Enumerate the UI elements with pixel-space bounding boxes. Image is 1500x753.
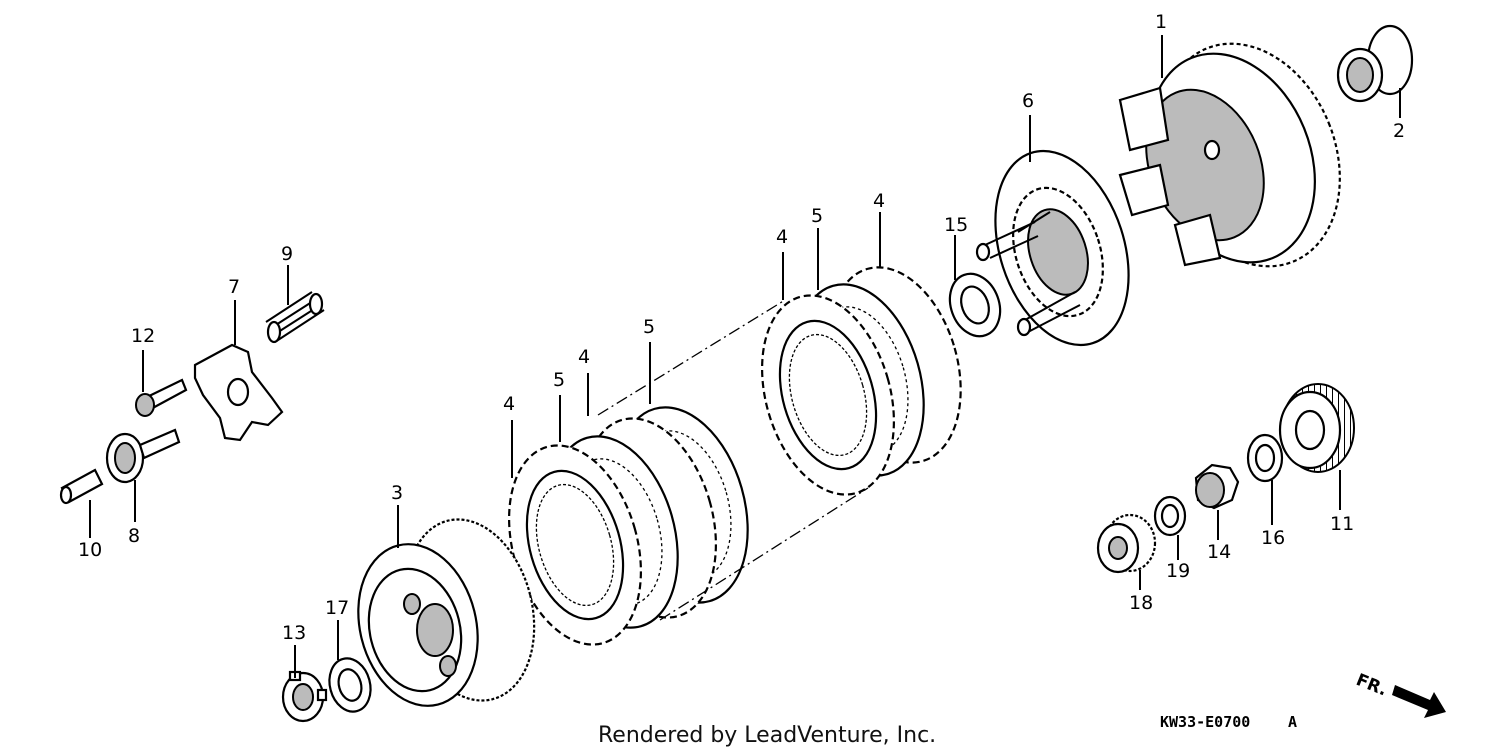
lock-nut-part[interactable] — [281, 670, 328, 723]
clutch-outer-part[interactable] — [1118, 17, 1372, 294]
callout-4c: 4 — [776, 226, 788, 248]
callout-4b: 4 — [578, 346, 590, 368]
lifter-plate-part[interactable] — [193, 343, 284, 442]
washer-17-part[interactable] — [324, 654, 377, 717]
callout-8: 8 — [128, 525, 140, 547]
washer-16-part[interactable] — [1246, 433, 1284, 483]
callout-4a: 4 — [503, 393, 515, 415]
callout-19: 19 — [1166, 560, 1190, 582]
callout-2: 2 — [1393, 120, 1405, 142]
callout-5a: 5 — [553, 369, 565, 391]
callout-16: 16 — [1261, 527, 1285, 549]
callout-12: 12 — [131, 325, 155, 347]
callout-14: 14 — [1207, 541, 1231, 563]
gear-part[interactable] — [1278, 383, 1355, 473]
washer-19-part[interactable] — [1153, 495, 1187, 537]
bearing-part[interactable] — [1096, 513, 1157, 574]
callout-6: 6 — [1022, 90, 1034, 112]
leader-lines — [89, 35, 1401, 678]
callout-4d: 4 — [873, 190, 885, 212]
clutch-center-part[interactable] — [342, 506, 553, 719]
pin-part[interactable] — [59, 468, 104, 505]
callout-17: 17 — [325, 597, 349, 619]
callout-13: 13 — [282, 622, 306, 644]
clutch-plates-front-group[interactable] — [487, 392, 769, 660]
nut-part[interactable] — [1194, 463, 1240, 510]
callout-9: 9 — [281, 243, 293, 265]
callout-1: 1 — [1155, 11, 1167, 33]
render-credit: Rendered by LeadVenture, Inc. — [598, 723, 936, 748]
collar-part[interactable] — [1336, 24, 1414, 103]
diagram-code: KW33-E0700 — [1160, 713, 1250, 731]
callout-18: 18 — [1129, 592, 1153, 614]
callout-15: 15 — [944, 214, 968, 236]
front-arrow-icon — [1392, 685, 1446, 718]
washer-15-part[interactable] — [942, 267, 1009, 344]
bolt-part[interactable] — [135, 378, 188, 417]
callout-5c: 5 — [811, 205, 823, 227]
callout-3: 3 — [391, 482, 403, 504]
front-direction-marker: FR. — [1353, 670, 1446, 718]
diagram-code-suffix: A — [1288, 713, 1297, 731]
callout-11: 11 — [1330, 513, 1354, 535]
spring-retainer-part[interactable] — [105, 428, 181, 484]
callout-5b: 5 — [643, 316, 655, 338]
clutch-spring-part[interactable] — [265, 291, 325, 344]
callout-7: 7 — [228, 276, 240, 298]
pressure-plate-part[interactable] — [972, 134, 1152, 363]
clutch-plates-rear-group[interactable] — [740, 252, 982, 510]
callout-10: 10 — [78, 539, 102, 561]
front-marker-label: FR. — [1353, 670, 1390, 700]
